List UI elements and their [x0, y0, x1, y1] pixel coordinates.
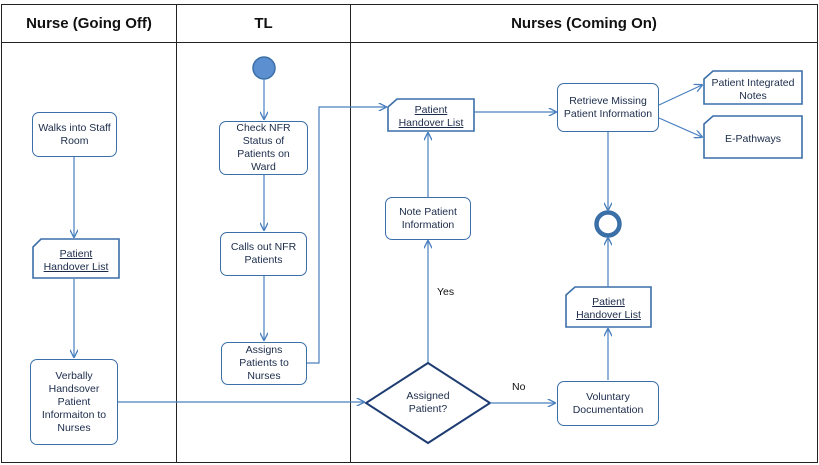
end-node: [594, 210, 622, 238]
patient-integrated-notes-node: Patient Integrated Notes: [711, 76, 795, 102]
walks-into-staff-room-node: Walks into Staff Room: [32, 112, 117, 157]
lane-title-nurse-going-off: Nurse (Going Off): [26, 14, 152, 32]
start-node: [252, 56, 276, 80]
assigns-patients-node: Assigns Patients to Nurses: [221, 342, 307, 385]
handover-list-3-shape: [565, 286, 652, 328]
edge-label-yes: Yes: [437, 286, 455, 298]
assigned-patient-decision: Assigned Patient?: [406, 390, 450, 415]
retrieve-missing-info-node: Retrieve Missing Patient Information: [557, 83, 659, 132]
e-pathways-node: E-Pathways: [724, 132, 782, 145]
note-patient-information-node: Note Patient Information: [385, 197, 471, 240]
assigned-decision-shape: [364, 361, 492, 445]
check-nfr-status-node: Check NFR Status of Patients on Ward: [219, 121, 308, 175]
lane-title-tl: TL: [254, 14, 273, 32]
integrated-notes-shape: [703, 70, 803, 105]
patient-handover-list-3-node: Patient Handover List: [576, 296, 641, 321]
lane-title-nurses-coming-on: Nurses (Coming On): [511, 14, 657, 32]
epathways-shape: [703, 115, 803, 159]
patient-handover-list-1-node: Patient Handover List: [43, 247, 109, 273]
connectors: [74, 79, 702, 403]
edge-label-no: No: [512, 381, 526, 393]
handover-list-1-shape: [32, 238, 120, 279]
handover-list-2-shape: [387, 98, 475, 132]
voluntary-documentation-node: Voluntary Documentation: [557, 381, 659, 426]
swimlane-grid: [1, 4, 818, 463]
patient-handover-list-2-node: Patient Handover List: [398, 104, 464, 129]
calls-out-nfr-patients-node: Calls out NFR Patients: [220, 232, 307, 276]
verbally-handsover-node: Verbally Handsover Patient Informaiton t…: [30, 359, 118, 445]
